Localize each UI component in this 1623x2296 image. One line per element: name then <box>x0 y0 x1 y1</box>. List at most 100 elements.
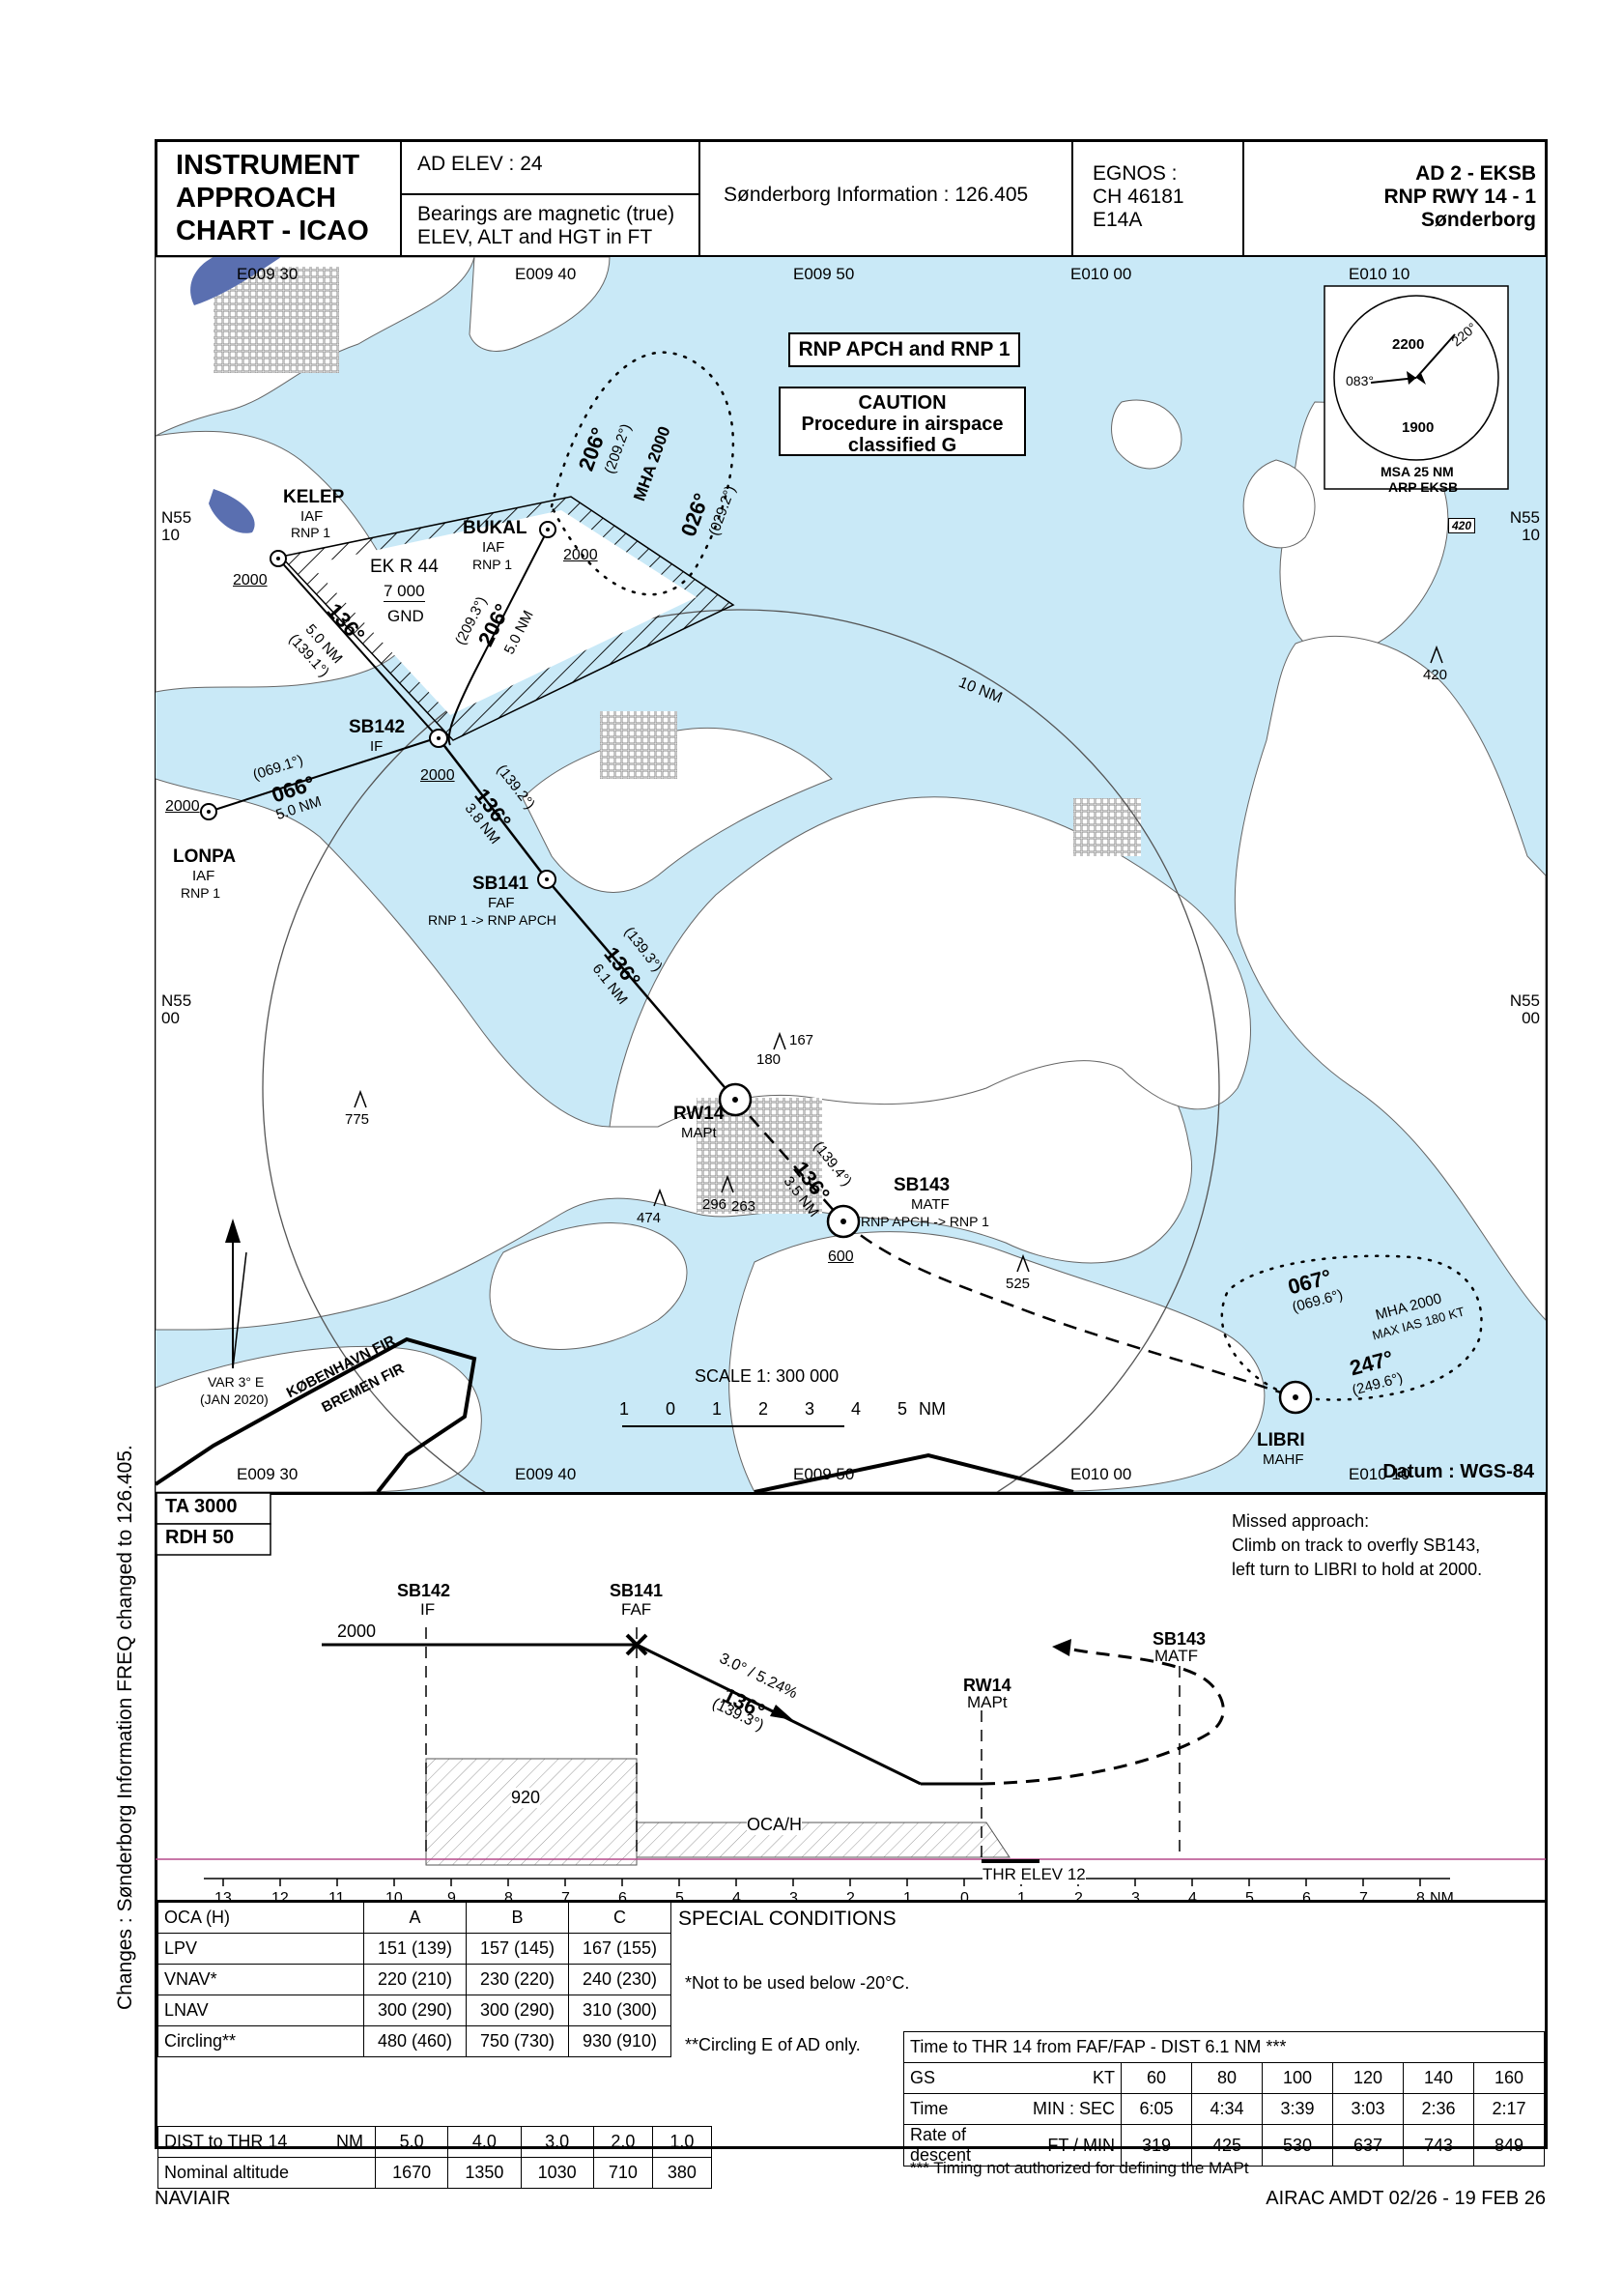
land-islet <box>1242 459 1316 549</box>
special-note-vnav: *Not to be used below -20°C. <box>685 1973 910 1993</box>
sb143-name: SB143 <box>894 1175 951 1195</box>
sb143-alt: 600 <box>828 1248 854 1265</box>
kelep-name: KELEP <box>283 487 345 507</box>
datum-label: Datum : WGS-84 <box>1382 1461 1534 1482</box>
lat-label-2a: N55 <box>161 991 192 1010</box>
restricted-lower: GND <box>387 607 424 625</box>
chart-title-cell: INSTRUMENT APPROACH CHART - ICAO <box>155 139 402 255</box>
profile-view: TA 3000 RDH 50 Missed approach: Climb on… <box>156 1492 1546 1902</box>
units-note: ELEV, ALT and HGT in FT <box>417 226 653 248</box>
grid-label-bottom-3: E009 50 <box>793 1465 855 1483</box>
minima-separator <box>156 1900 1546 1903</box>
lat-label-2b-right: 00 <box>1522 1009 1540 1027</box>
timing-cell: 4:34 <box>1191 2093 1263 2125</box>
lat-label-1a-right: N55 <box>1509 508 1540 527</box>
land-als-north <box>609 796 1251 1128</box>
sb141-role: FAF <box>488 895 515 911</box>
table-row: VNAV* 220 (210) 230 (220) 240 (230) <box>157 1964 671 1995</box>
axis-label-p6: 6 <box>1302 1890 1311 1907</box>
missed-line-3: left turn to LIBRI to hold at 2000. <box>1232 1560 1483 1579</box>
axis-label-2: 2 <box>846 1890 855 1907</box>
distance-axis-ticks <box>222 1879 1421 1886</box>
profile-sb143-role: MATF <box>1154 1647 1199 1665</box>
missed-line-1: Missed approach: <box>1232 1511 1370 1531</box>
axis-label-p3: 3 <box>1131 1890 1140 1907</box>
step-oca <box>636 1822 1011 1858</box>
timing-cell: 319 <box>1121 2124 1192 2167</box>
atis-cell: Sønderborg Information : 126.405 <box>700 139 1073 255</box>
sb141-name: SB141 <box>472 874 529 894</box>
timing-cell: 637 <box>1332 2124 1404 2167</box>
timing-cell: 530 <box>1262 2124 1333 2167</box>
profile-sb143-name: SB143 <box>1153 1629 1207 1649</box>
oca-table: OCA (H) A B C LPV 151 (139) 157 (145) 16… <box>157 1902 671 2057</box>
grid-label-bottom-1: E009 30 <box>237 1465 299 1483</box>
oca-cell: 300 (290) <box>466 1995 569 2026</box>
lat-label-2a-right: N55 <box>1509 991 1540 1010</box>
msa-bearing-083: 083° <box>1346 373 1374 388</box>
alt-cell: 710 <box>592 2157 653 2189</box>
dist-cell: 2.0 <box>592 2126 653 2158</box>
lonpa-role: IAF <box>192 868 215 884</box>
table-row: LPV 151 (139) 157 (145) 167 (155) <box>157 1933 671 1965</box>
oca-row-label: LNAV <box>157 1995 364 2026</box>
nav-spec-box: RNP APCH and RNP 1 <box>788 332 1020 367</box>
sb143-fix-symbol <box>826 1204 861 1239</box>
timing-cell: 60 <box>1121 2062 1192 2094</box>
town-sonderborg <box>697 1098 822 1214</box>
alt-cell: 380 <box>651 2157 713 2189</box>
lat-label-1b: 10 <box>161 526 180 544</box>
oca-cell: 151 (139) <box>363 1933 467 1965</box>
scale-title: SCALE 1: 300 000 <box>695 1366 840 1386</box>
restricted-area-inner <box>310 510 697 715</box>
axis-label-p5: 5 <box>1245 1890 1254 1907</box>
caution-line-2: Procedure in airspace <box>801 414 1004 435</box>
missed-climb <box>981 1647 1225 1786</box>
sb142-role: IF <box>370 738 384 755</box>
obstacle-775: 775 <box>345 1111 370 1128</box>
obstacle-167: 167 <box>789 1032 814 1048</box>
oca-cell: 220 (210) <box>363 1964 467 1995</box>
missed-to-libri <box>842 1220 1296 1399</box>
axis-label-p1: 1 <box>1017 1890 1026 1907</box>
oca-cell: 300 (290) <box>363 1995 467 2026</box>
axis-label-1: 1 <box>903 1890 912 1907</box>
axis-label-5: 5 <box>675 1890 684 1907</box>
chart-title-3: CHART - ICAO <box>176 215 369 246</box>
oca-row-label: Circling** <box>157 2025 364 2057</box>
timing-cell: 100 <box>1262 2062 1333 2094</box>
alt-cell: 1030 <box>520 2157 594 2189</box>
leg-sb141-rw14 <box>546 878 736 1101</box>
grid-label-top-4: E010 00 <box>1070 265 1132 283</box>
oca-header-c: C <box>568 1902 671 1934</box>
axis-label-3: 3 <box>789 1890 798 1907</box>
timing-row-label: Time <box>903 2093 1022 2125</box>
sb141-transition: RNP 1 -> RNP APCH <box>428 912 556 928</box>
msa-caption-1: MSA 25 NM <box>1381 464 1454 479</box>
variation-label: VAR 3° E <box>208 1374 265 1390</box>
profile-rw14-name: RW14 <box>963 1676 1011 1695</box>
chart-id-cell: AD 2 - EKSB RNP RWY 14 - 1 Sønderborg <box>1246 139 1536 255</box>
grid-label-bottom-5: E010 10 <box>1349 1465 1410 1483</box>
msa-caption-2: ARP EKSB <box>1388 479 1459 495</box>
libri-hold <box>1220 1254 1483 1401</box>
msa-arrow-1 <box>1407 371 1416 385</box>
land-e <box>1234 635 1546 1321</box>
bearings-note: Bearings are magnetic (true) <box>417 203 675 225</box>
leg-sb142-sb141 <box>438 737 548 880</box>
kelep-spec: RNP 1 <box>291 525 330 540</box>
grid-label-bottom-2: E009 40 <box>515 1465 577 1483</box>
ad-elev-cell: AD ELEV : 24 Bearings are magnetic (true… <box>402 139 700 255</box>
timing-cell: 3:03 <box>1332 2093 1404 2125</box>
timing-cell: 2:17 <box>1473 2093 1545 2125</box>
profile-alt-2000: 2000 <box>337 1622 377 1641</box>
scale-tick-4: 2 <box>758 1399 769 1419</box>
faf-cross-symbol <box>625 1633 648 1656</box>
restricted-area-border <box>279 496 735 741</box>
timing-cell: 160 <box>1473 2062 1545 2094</box>
oca-row-label: VNAV* <box>157 1964 364 1995</box>
rw14-name: RW14 <box>673 1104 725 1124</box>
bukal-hold <box>550 351 735 596</box>
egnos-channel: CH 46181 <box>1093 186 1184 208</box>
profile-rw14-role: MAPt <box>967 1693 1008 1711</box>
